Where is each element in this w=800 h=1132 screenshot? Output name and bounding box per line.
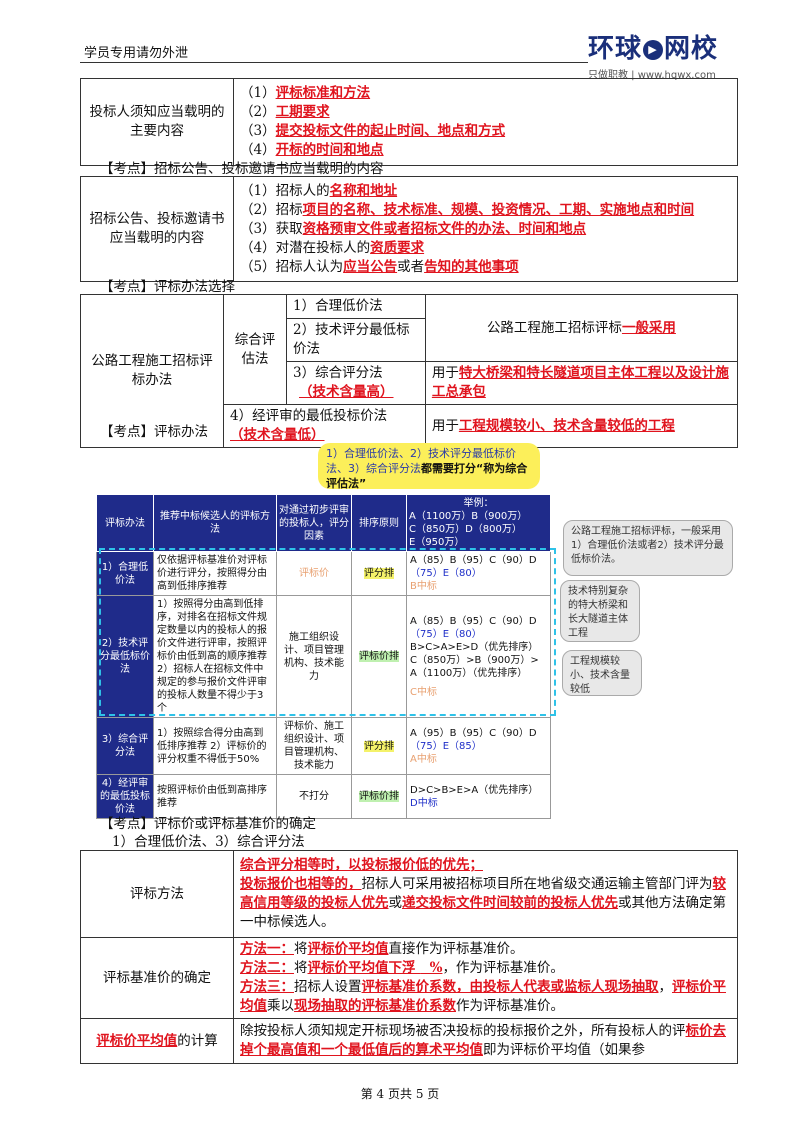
col-example: 举例： A（1100万）B（900万）C（850万）D（800万）E（950万） bbox=[406, 494, 551, 552]
row3-name: 3）综合评分法 bbox=[96, 717, 154, 775]
section-kd3: 【考点】评标办法选择 bbox=[100, 279, 235, 295]
row3-factor: 评标价、施工组织设计、项目管理机构、技术能力 bbox=[276, 717, 352, 775]
benchmark-price-table: 评标方法 综合评分相等时，以投标报价低的优先； 投标报价也相等的，招标人可采用被… bbox=[80, 850, 738, 1064]
row2-factor: 施工组织设计、项目管理机构、技术能力 bbox=[276, 595, 352, 718]
list-item: （4）开标的时间和地点 bbox=[240, 142, 384, 158]
method-3: 3）综合评分法（技术含量高） bbox=[286, 361, 426, 405]
page-number: 第 4 页共 5 页 bbox=[360, 1087, 440, 1101]
row3-rule: 评分排 bbox=[351, 717, 407, 775]
dashed-highlight-frame bbox=[99, 548, 556, 716]
list-item: （2）工期要求 bbox=[240, 104, 330, 120]
method-2: 2）技术评分最低标价法 bbox=[286, 318, 426, 362]
benchmark-label: 评标基准价的确定 bbox=[80, 937, 234, 1019]
row4-name: 4）经评审的最低投标价法 bbox=[96, 774, 154, 819]
list-item: （5）招标人认为应当公告或者告知的其他事项 bbox=[240, 258, 519, 275]
section-kd2: 【考点】招标公告、投标邀请书应当载明的内容 bbox=[100, 161, 384, 177]
row1-method: 仅依据评标基准价对评标价进行评分，按照得分由高到低排序推荐 bbox=[153, 551, 277, 596]
row3-example: A（95）B（95）C（90）D（75）E（85）A中标 bbox=[406, 717, 551, 775]
usage-1: 公路工程施工招标评标一般采用 bbox=[424, 294, 739, 362]
method-4: 4）经评审的最低投标价法（技术含量低） bbox=[223, 404, 426, 448]
list-item: （2）招标项目的名称、技术标准、规模、投资情况、工期、实施地点和时间 bbox=[240, 201, 695, 218]
logo-text-post: 网校 bbox=[664, 34, 719, 64]
evaluation-method-content: 综合评分相等时，以投标报价低的优先； 投标报价也相等的，招标人可采用被招标项目所… bbox=[233, 850, 738, 938]
evaluation-method-label: 评标方法 bbox=[80, 850, 234, 938]
average-calc-content: 除按投标人须知规定开标现场被否决投标的投标报价之外，所有投标人的评标价去掉个最高… bbox=[233, 1018, 738, 1064]
average-calc-label: 评标价平均值的计算 bbox=[80, 1018, 234, 1064]
row1-name: 1）合理低价法 bbox=[96, 551, 154, 596]
announcement-label: 招标公告、投标邀请书应当载明的内容 bbox=[80, 176, 234, 282]
section-kd5-sub: 1）合理低价法、3）综合评分法 bbox=[112, 834, 305, 850]
method-callout: 1）合理低价法、2）技术评分最低标价 法、3）综合评分法都需要打分“称为综合评估… bbox=[318, 443, 540, 490]
row4-method: 按照评标价由低到高排序推荐 bbox=[153, 774, 277, 819]
announcement-items: （1）招标人的名称和地址 （2）招标项目的名称、技术标准、规模、投资情况、工期、实… bbox=[233, 176, 738, 282]
brand-logo: 环球▶网校 只做职教 | www.hqwx.com bbox=[588, 28, 738, 81]
section-kd4: 【考点】评标办法 bbox=[100, 424, 208, 440]
bidder-notice-table: 投标人须知应当载明的主要内容 （1）评标标准和方法 （2）工期要求 （3）提交投标文… bbox=[80, 78, 738, 166]
logo-slogan: 只做职教 | www.hqwx.com bbox=[588, 70, 716, 81]
list-item: （3）获取资格预审文件或者招标文件的办法、时间和地点 bbox=[240, 220, 587, 237]
bidder-notice-label: 投标人须知应当载明的主要内容 bbox=[80, 78, 234, 166]
header-divider bbox=[80, 62, 588, 63]
row2-method: 1）按照得分由高到低排序，对排名在招标文件规定数量以内的投标人的报价文件进行评审… bbox=[153, 595, 277, 718]
benchmark-content: 方法一：将评标价平均值直接作为评标基准价。 方法二：将评标价平均值下浮 %，作为… bbox=[233, 937, 738, 1019]
header-confidential-note: 学员专用请勿外泄 bbox=[84, 46, 189, 61]
logo-text-pre: 环球 bbox=[588, 34, 643, 64]
row4-example: D>C>B>E>A（优先排序）D中标 bbox=[406, 774, 551, 819]
col-recommend: 推荐中标候选人的评标方法 bbox=[153, 494, 277, 552]
list-item: （1）招标人的名称和地址 bbox=[240, 182, 398, 199]
play-icon: ▶ bbox=[643, 39, 664, 60]
side-note-general: 公路工程施工招标评标，一般采用1）合理低价法或者2）技术评分最低标价法。 bbox=[563, 520, 733, 576]
col-rule: 排序原则 bbox=[351, 494, 407, 552]
row3-method: 1）按照综合得分由高到低排序推荐 2）评标价的评分权重不得低于50% bbox=[153, 717, 277, 775]
row1-example: A（85）B（95）C（90）D（75）E（80）B中标 bbox=[406, 551, 551, 596]
announcement-content-table: 招标公告、投标邀请书应当载明的内容 （1）招标人的名称和地址 （2）招标项目的名称… bbox=[80, 176, 738, 282]
usage-3: 用于工程规模较小、技术含量较低的工程 bbox=[424, 404, 739, 448]
usage-2: 用于特大桥梁和特长隧道项目主体工程以及设计施工总承包 bbox=[424, 361, 739, 405]
col-factor: 对通过初步评审的投标人，评分因素 bbox=[276, 494, 352, 552]
row1-factor: 评标价 bbox=[276, 551, 352, 596]
section-kd5: 【考点】评标价或评标基准价的确定 bbox=[100, 816, 316, 832]
row2-example: A（85）B（95）C（90）D（75）E（80）B>C>A>E>D（优先排序）… bbox=[406, 595, 551, 718]
list-item: （1）评标标准和方法 bbox=[240, 85, 371, 101]
evaluation-method-image-table: 评标办法 推荐中标候选人的评标方法 对通过初步评审的投标人，评分因素 排序原则 … bbox=[96, 494, 551, 819]
side-note-bridges: 技术特别复杂的特大桥梁和长大隧道主体工程 bbox=[560, 580, 640, 642]
method-choice-label: 公路工程施工招标评标办法 bbox=[80, 294, 224, 448]
row4-factor: 不打分 bbox=[276, 774, 352, 819]
row4-rule: 评标价排 bbox=[351, 774, 407, 819]
list-item: （3）提交投标文件的起止时间、地点和方式 bbox=[240, 123, 506, 139]
row2-name: 2）技术评分最低标价法 bbox=[96, 595, 154, 718]
bidder-notice-items: （1）评标标准和方法 （2）工期要求 （3）提交投标文件的起止时间、地点和方式 （4）… bbox=[233, 78, 738, 166]
side-note-small-projects: 工程规模较小、技术含量较低 bbox=[562, 650, 642, 696]
col-method: 评标办法 bbox=[96, 494, 154, 552]
method-1: 1）合理低价法 bbox=[286, 294, 426, 319]
list-item: （4）对潜在投标人的资质要求 bbox=[240, 239, 425, 256]
comprehensive-evaluation-group: 综合评估法 bbox=[223, 294, 287, 405]
evaluation-method-choice-table: 公路工程施工招标评标办法 综合评估法 1）合理低价法 公路工程施工招标评标一般采… bbox=[80, 294, 739, 448]
